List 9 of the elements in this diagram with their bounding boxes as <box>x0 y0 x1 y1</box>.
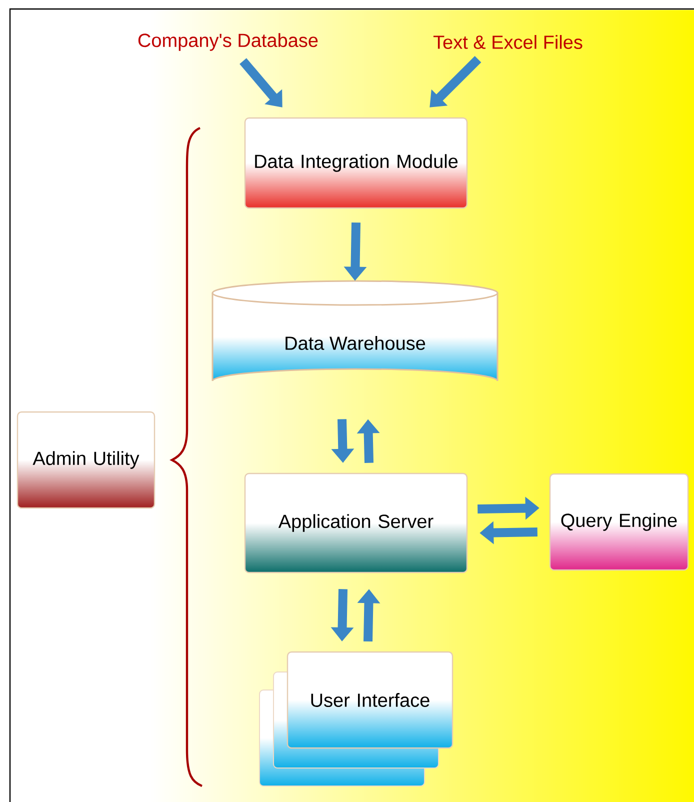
process-box: Query Engine <box>549 473 689 571</box>
process-box: Admin Utility <box>16 411 156 509</box>
process-box: Application Server <box>244 472 468 574</box>
source-label: Text & Excel Files <box>433 35 582 49</box>
arrow <box>430 56 482 108</box>
stacked-boxes: User Interface <box>259 651 454 786</box>
source-label: Company's Database <box>138 33 318 51</box>
database-cylinder: Data Warehouse <box>212 280 498 382</box>
process-box: Data Integration Module <box>244 117 468 209</box>
